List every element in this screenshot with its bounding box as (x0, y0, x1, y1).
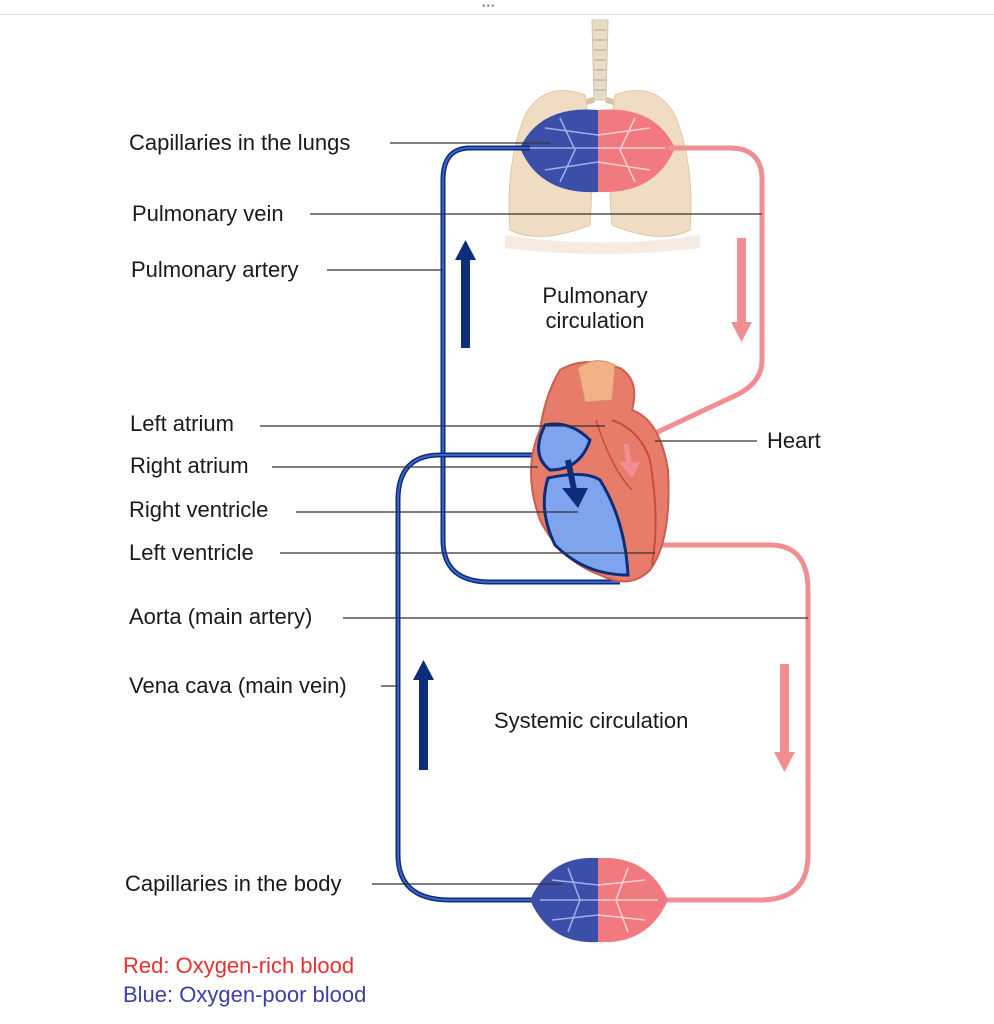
window-menu-dots[interactable]: ••• (482, 1, 496, 12)
window-top-bar: ••• (0, 0, 994, 15)
label-capillaries-lungs: Capillaries in the lungs (129, 130, 351, 155)
lung-capillaries (520, 109, 675, 193)
legend-oxygen-poor: Blue: Oxygen-poor blood (123, 982, 367, 1007)
label-aorta: Aorta (main artery) (129, 604, 313, 629)
label-capillaries-body: Capillaries in the body (125, 871, 342, 896)
systemic-blue-arrow (413, 660, 434, 770)
aorta-vessel (650, 542, 811, 903)
label-right-ventricle: Right ventricle (129, 497, 269, 522)
body-capillaries (530, 857, 668, 943)
label-heart: Heart (767, 428, 821, 453)
label-pulmonary-artery: Pulmonary artery (131, 257, 299, 282)
label-vena-cava: Vena cava (main vein) (129, 673, 347, 698)
label-pulmonary-vein: Pulmonary vein (132, 201, 284, 226)
pulmonary-circulation-line1: Pulmonary (542, 283, 648, 308)
pulmonary-circulation-line2: circulation (545, 308, 645, 333)
label-left-ventricle: Left ventricle (129, 540, 254, 565)
systemic-red-arrow (774, 664, 795, 772)
pulmonary-circulation-label: Pulmonary circulation (510, 283, 680, 333)
heart (530, 360, 670, 583)
pulmonary-red-arrow (731, 238, 752, 342)
pulmonary-blue-arrow (455, 240, 476, 348)
label-left-atrium: Left atrium (130, 411, 234, 436)
pulmonary-vein-vessel (628, 145, 765, 448)
systemic-circulation-label: Systemic circulation (494, 708, 689, 733)
legend-oxygen-rich: Red: Oxygen-rich blood (123, 953, 355, 978)
label-right-atrium: Right atrium (130, 453, 249, 478)
leader-lines (260, 142, 808, 885)
